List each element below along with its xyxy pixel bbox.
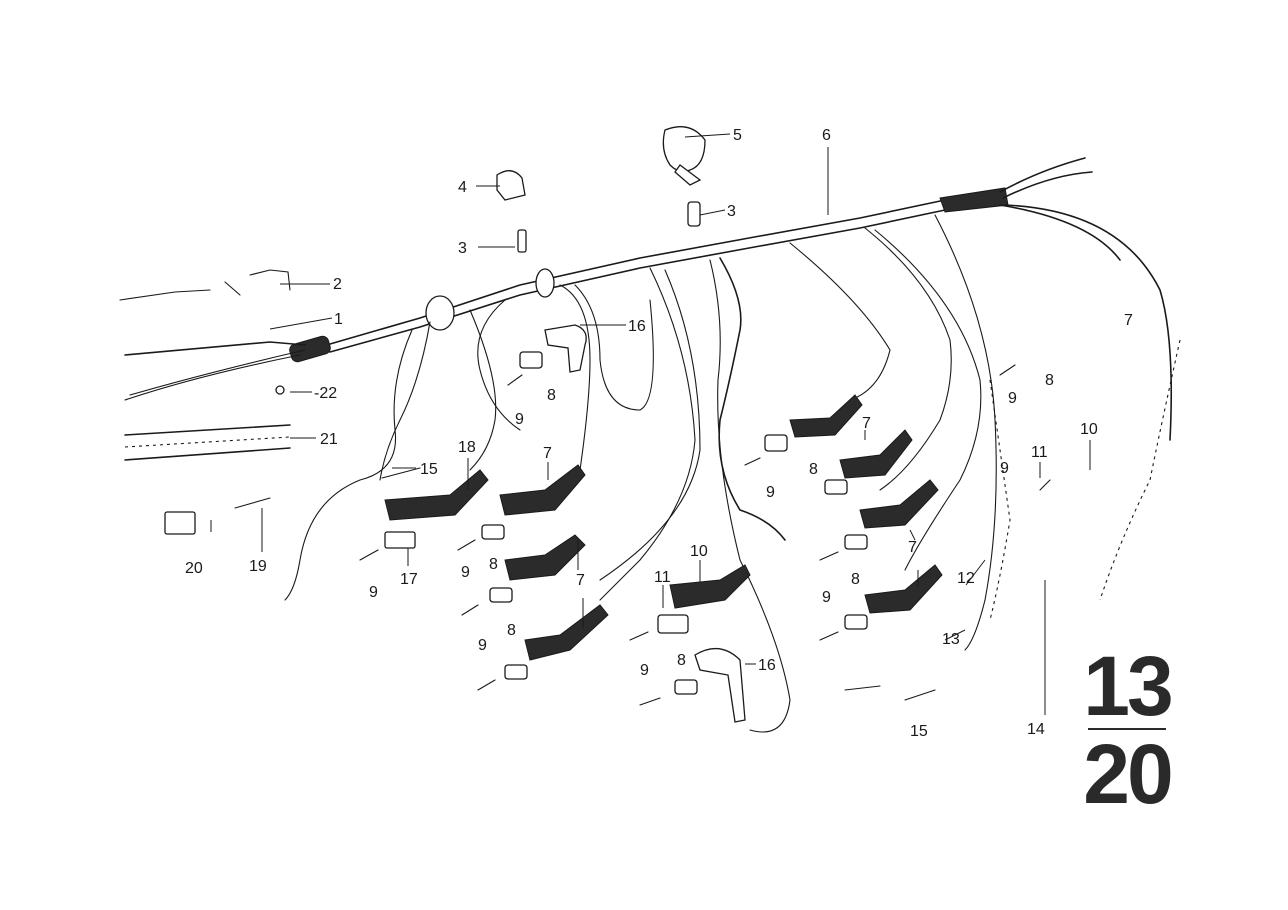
callout-6: 6 bbox=[822, 127, 831, 144]
callout-9: 9 bbox=[478, 637, 487, 654]
page-code-bottom: 20 bbox=[1083, 727, 1173, 821]
callout-9: 9 bbox=[1008, 390, 1017, 407]
callout-7: 7 bbox=[862, 415, 871, 432]
callout-5: 5 bbox=[733, 127, 742, 144]
callout-12: 12 bbox=[957, 570, 975, 587]
callout-8: 8 bbox=[547, 387, 556, 404]
callout-9: 9 bbox=[822, 589, 831, 606]
callout-7: 7 bbox=[576, 572, 585, 589]
callout-17: 17 bbox=[400, 571, 418, 588]
callout-8: 8 bbox=[489, 556, 498, 573]
callout-8: 8 bbox=[809, 461, 818, 478]
callout-9: 9 bbox=[766, 484, 775, 501]
page-code-top: 13 bbox=[1083, 639, 1173, 733]
callout-15: 15 bbox=[420, 461, 438, 478]
callout-9: 9 bbox=[640, 662, 649, 679]
callout-7: 7 bbox=[543, 445, 552, 462]
small-hardware bbox=[164, 351, 1051, 706]
callout-7: 7 bbox=[1124, 312, 1133, 329]
callout-8: 8 bbox=[851, 571, 860, 588]
callout-9: 9 bbox=[515, 411, 524, 428]
callout-21: 21 bbox=[320, 431, 338, 448]
callout-22: -22 bbox=[314, 385, 337, 402]
leader-lines bbox=[210, 133, 1091, 715]
clips bbox=[119, 126, 706, 301]
callout-11: 11 bbox=[654, 569, 671, 586]
callout-8: 8 bbox=[677, 652, 686, 669]
callout-3: 3 bbox=[727, 203, 736, 220]
main-harness bbox=[289, 157, 1173, 441]
callout-4: 4 bbox=[458, 179, 467, 196]
callout-10: 10 bbox=[690, 543, 708, 560]
page-code: 13 20 bbox=[1082, 639, 1173, 821]
callout-9: 9 bbox=[461, 564, 470, 581]
callout-7: 7 bbox=[908, 539, 917, 556]
callout-3: 3 bbox=[458, 240, 467, 257]
callout-2: 2 bbox=[333, 276, 342, 293]
callout-18: 18 bbox=[458, 439, 476, 456]
callout-15: 15 bbox=[910, 723, 928, 740]
callout-11: 11 bbox=[1031, 444, 1048, 461]
page-code-divider bbox=[1088, 728, 1166, 730]
connectors bbox=[384, 324, 943, 723]
branch-wires bbox=[284, 214, 1181, 733]
callout-8: 8 bbox=[1045, 372, 1054, 389]
callout-16: 16 bbox=[628, 318, 646, 335]
callout-1: 1 bbox=[334, 311, 343, 328]
sleeves bbox=[124, 341, 306, 461]
callout-19: 19 bbox=[249, 558, 267, 575]
callout-14: 14 bbox=[1027, 721, 1045, 738]
callout-20: 20 bbox=[185, 560, 203, 577]
callout-16: 16 bbox=[758, 657, 776, 674]
callout-10: 10 bbox=[1080, 421, 1098, 438]
callout-8: 8 bbox=[507, 622, 516, 639]
callout-labels: 1 2 3 3 4 5 6 -22 21 16 8 9 18 15 7 20 1… bbox=[185, 127, 1133, 740]
callout-9: 9 bbox=[369, 584, 378, 601]
callout-13: 13 bbox=[942, 631, 960, 648]
callout-9: 9 bbox=[1000, 460, 1009, 477]
